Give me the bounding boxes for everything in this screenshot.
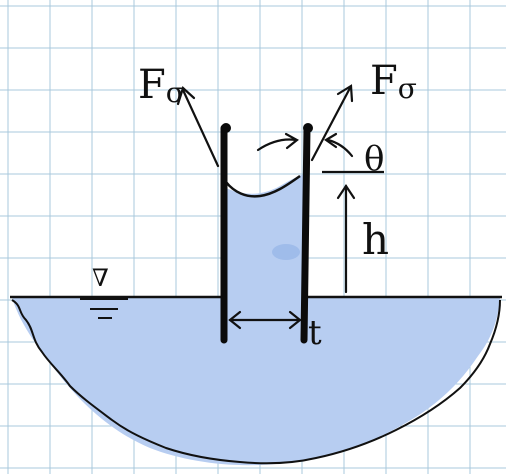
force-arrow-right	[310, 84, 354, 162]
height-label: h	[362, 215, 389, 264]
triangle-down-icon: ∇	[92, 264, 109, 292]
force-arrow-left	[176, 86, 220, 168]
theta-arc-arrow	[323, 132, 354, 158]
angle-label: θ	[364, 139, 384, 179]
free-surface-symbol: ∇	[80, 264, 128, 319]
water-reservoir	[12, 298, 500, 466]
left-plate-tip	[221, 123, 231, 133]
angle-indicator-arrow	[256, 132, 299, 152]
right-plate-tip	[303, 123, 313, 133]
right-plate	[300, 124, 311, 344]
height-arrow	[336, 184, 356, 294]
water-reservoir-outline	[11, 299, 501, 465]
water-column	[226, 174, 304, 338]
gap-label: t	[308, 313, 322, 353]
water-bubble	[272, 244, 300, 260]
force-label-left: Fσ	[138, 62, 185, 109]
meniscus-curve	[225, 174, 301, 198]
gap-arrow	[228, 310, 302, 330]
force-label-right: Fσ	[370, 58, 417, 105]
